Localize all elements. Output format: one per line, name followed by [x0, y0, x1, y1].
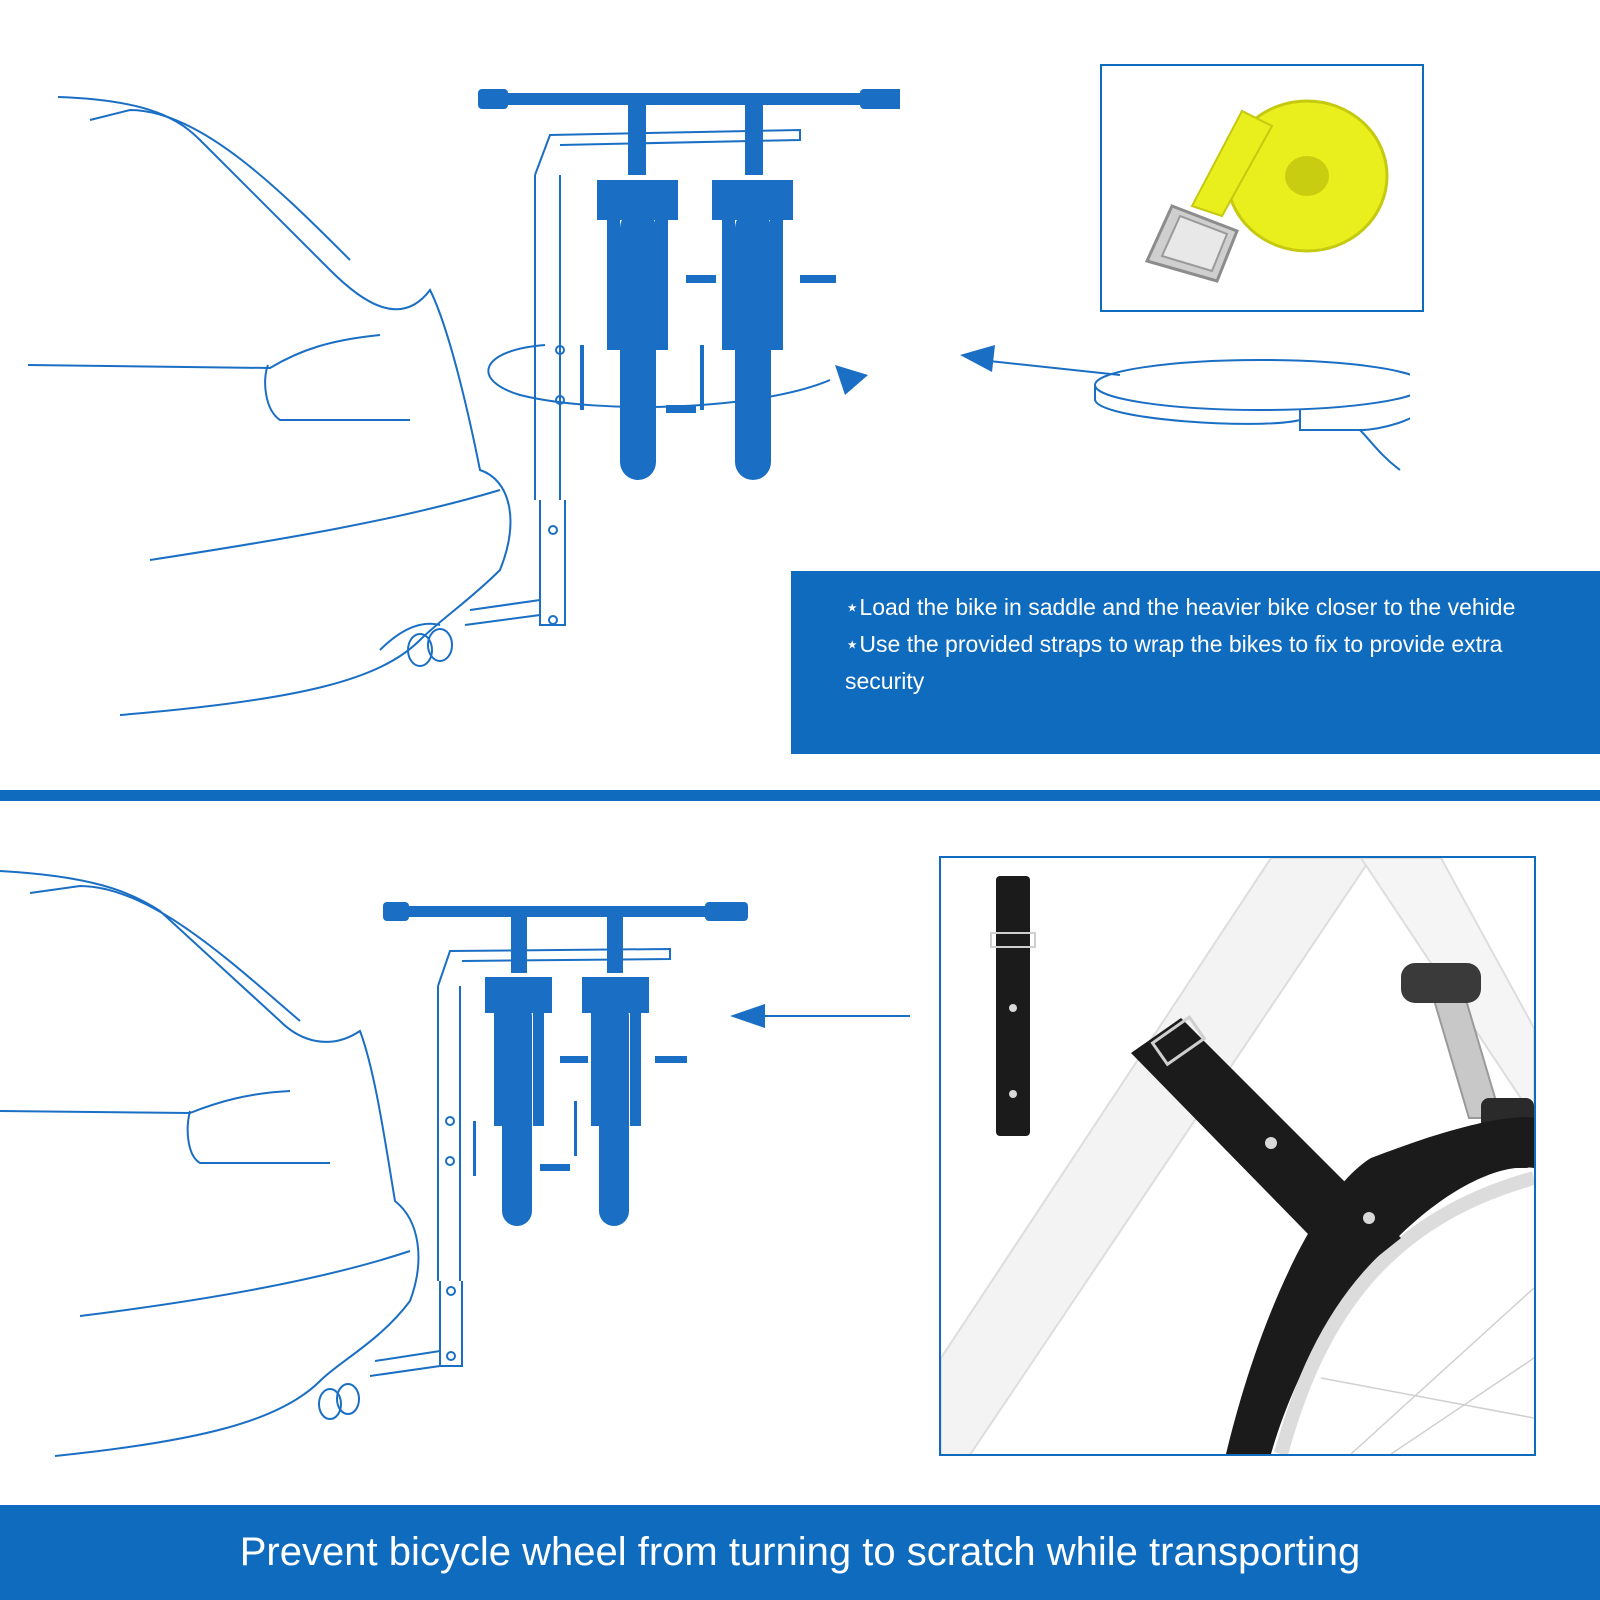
footer-caption: Prevent bicycle wheel from turning to sc…: [239, 1530, 1361, 1574]
strap-loop-diagram: [960, 345, 1410, 471]
bullet-star-icon: ⋆: [845, 594, 860, 620]
footer-caption-band: Prevent bicycle wheel from turning to sc…: [0, 1505, 1600, 1600]
section-divider: [0, 790, 1600, 801]
bike-frame-strap-icon: [941, 858, 1534, 1454]
bottom-car-rack-illustration: [0, 870, 910, 1457]
top-panel: ⋆Load the bike in saddle and the heavier…: [0, 0, 1600, 790]
yellow-strap-icon: [1144, 99, 1389, 283]
top-car-rack-illustration: [27, 89, 900, 716]
strap-photo-frame: [1100, 64, 1424, 312]
bottom-panel: [0, 801, 1600, 1505]
instruction-item-1: ⋆Load the bike in saddle and the heavier…: [845, 594, 1516, 620]
bullet-star-icon: ⋆: [845, 631, 860, 657]
instruction-item-2: ⋆Use the provided straps to wrap the bik…: [845, 631, 1503, 694]
frame-strap-photo-frame: [939, 856, 1536, 1456]
instructions-box: ⋆Load the bike in saddle and the heavier…: [791, 571, 1600, 754]
